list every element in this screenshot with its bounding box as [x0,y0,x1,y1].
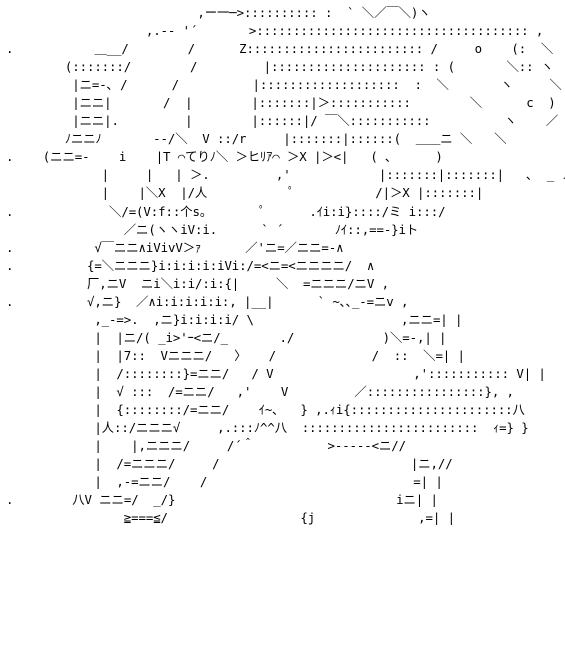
ascii-art-line: . ＼/=(V:f::个s。 ﾟ .ｲi:i}::::/ミ i:::/ [6,203,446,219]
ascii-art-line: . (ニニ=- i |T ⌒てりﾉ＼ ＞ヒﾘｱ⌒ ＞X |＞<| ( ､ ) [6,149,443,165]
ascii-art-line: . √,ニ} ／∧i:i:i:i:i:, |__| ` ~､､_-=ニv , [6,293,409,309]
ascii-art-line: | {::::::::/=ニニ/ ｲ~､ } ,.ｨi{::::::::::::… [6,402,525,418]
ascii-art-line: |人::/ニニニ√ ,.:::ﾉ^^八 ::::::::::::::::::::… [6,420,529,436]
ascii-art-line: . 八V ニニ=/ _/} iニ| | [6,492,438,508]
ascii-art-line: | ,-=ニニ/ / =| | [6,474,443,490]
ascii-art-line: | |＼X |/人 ﾟ /|＞X |:::::::| [6,185,484,201]
ascii-art-line: | | | ＞. ,' |:::::::|:::::::| ､ _ ノ [6,167,565,183]
ascii-art-line: | |,ニニニ/ /´＾ >-----<ニ// [6,438,407,454]
ascii-art-line: ,ー一─>:::::::::: : ` ＼／￣＼)ヽ [6,5,431,20]
ascii-art-line: | √ ::: /=ニニ/ ,' V ／::::::::::::::::}, , [6,383,514,399]
ascii-art-line: |ニ=-､ / / |::::::::::::::::::: : ＼ ヽ ＼ [6,77,562,93]
ascii-art-text: ,ー一─>:::::::::: : ` ＼／￣＼)ヽ ,.-‐ '´ >::::… [6,5,565,526]
ascii-art-line: |ニニ|. | |::::::|/ ￣＼::::::::::: ヽ ／ [6,113,559,129]
ascii-art-line: | /::::::::}=ニニ/ / V ,'::::::::::: V| | [6,365,546,381]
ascii-art-line: ,.-‐ '´ >:::::::::::::::::::::::::::::::… [6,23,565,39]
ascii-art-line: |ニニ| / | |:::::::|＞::::::::::: ＼ c ) [6,95,556,111]
ascii-art-line: 厂,ニV ニi＼i:i/:i:{| ＼ =ニニニ/ニV , [6,275,389,291]
ascii-art-line: ,_-=>. ,ニ}i:i:i:i/ \ ,ニニ=| | [6,311,463,327]
ascii-art-line: | /=ニニニ/ / |ニ,// [6,456,453,472]
ascii-art-line: ﾉニニﾉ --/＼ V ::/r |:::::::|::::::( ＿＿ニ ＼ … [6,131,507,147]
ascii-art-line: . {=＼ニニニ}i:i:i:i:iVi:/=<ニ=<ニニニニ/ ∧ [6,257,375,273]
ascii-art-line: | |ニ/( _i>'ｰ<ニ/_ ./ )＼=-,| | [6,329,447,345]
ascii-art-line: ／ニ(ヽヽiV:i. ` ´ ﾉｲ::,==-}iト [6,221,419,237]
ascii-art-line: | |7:: Vニニニ/ 〉 / / :: ＼=| | [6,347,465,363]
ascii-art-line: . √￣ニニ∧iVivV＞ｧ ／'ニ=／ニニ=-∧ [6,239,344,255]
ascii-art-line: . ＿__/ / Z:::::::::::::::::::::::: / o (… [6,41,554,57]
ascii-art-line: ≧===≦/ {j ,=| | [6,510,455,526]
ascii-art-line: (:::::::/ / |::::::::::::::::::::: : ( ＼… [6,59,565,75]
